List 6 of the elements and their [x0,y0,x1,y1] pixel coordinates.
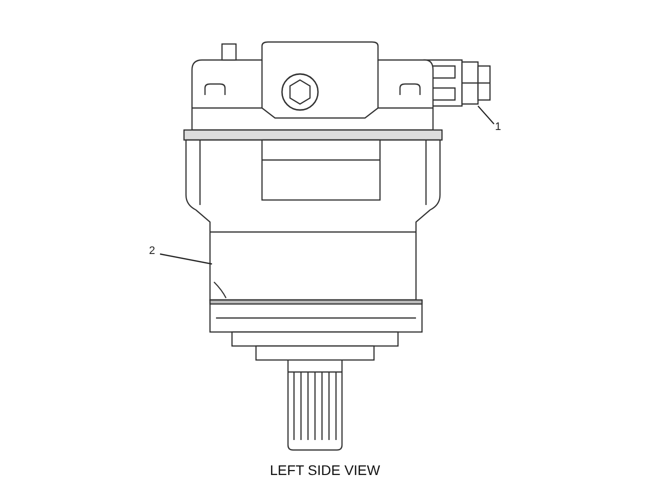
view-caption: LEFT SIDE VIEW [268,462,382,478]
hydraulic-motor-drawing [183,41,443,451]
leader-line [160,253,212,265]
callout-number: 1 [495,121,502,133]
callout-number: 2 [149,245,156,257]
leader-line [478,106,494,124]
